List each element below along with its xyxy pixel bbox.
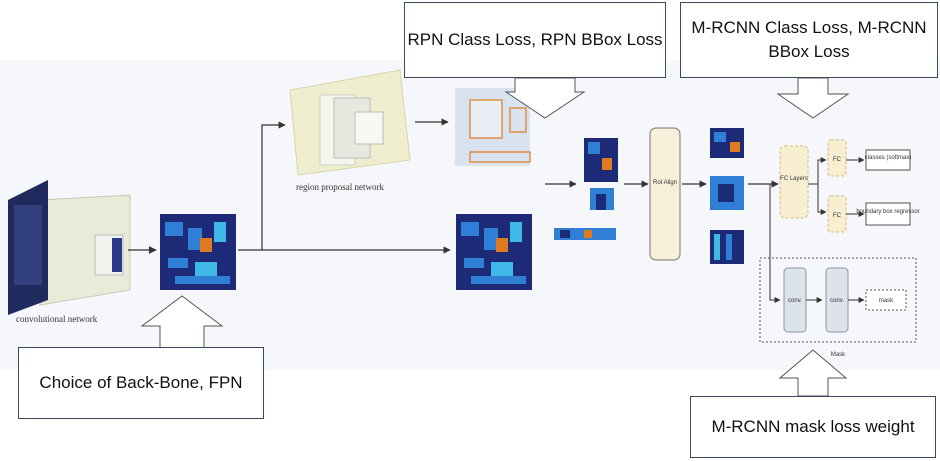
mask-group: Mask <box>759 257 917 358</box>
roi-crops <box>554 138 618 240</box>
roi-align-label: RoI Align <box>653 180 677 186</box>
region-proposal-network: region proposal network <box>289 69 411 192</box>
rpn-output <box>455 88 531 166</box>
fc-layers-label: FC Layers <box>780 176 808 182</box>
fc-top-label: FC <box>833 157 842 163</box>
roi-align-block: RoI Align <box>649 127 681 261</box>
aligned-features <box>710 128 744 264</box>
convolutional-network-label: convolutional network <box>16 314 98 324</box>
mask-group-label: Mask <box>831 352 846 358</box>
bbox-regressor-output: boundary box regressor <box>856 202 920 226</box>
mask-loss-callout: M-RCNN mask loss weight <box>690 396 936 458</box>
classes-label: classes (softmax) <box>865 155 912 161</box>
backbone-arrow <box>140 295 224 349</box>
conv2-label: conv. <box>830 298 844 304</box>
convolutional-network: convolutional network <box>8 180 131 324</box>
conv1-block: conv. <box>783 267 807 333</box>
fc-layers-block: FC Layers <box>779 145 809 219</box>
mask-loss-arrow <box>778 349 848 397</box>
mask-output-label: mask <box>879 298 894 304</box>
region-proposal-network-label: region proposal network <box>296 182 384 192</box>
mask-output: mask <box>865 289 907 311</box>
feature-map-shared <box>456 214 532 290</box>
backbone-callout: Choice of Back-Bone, FPN <box>18 347 264 419</box>
conv1-label: conv. <box>788 298 802 304</box>
fc-top-block: FC <box>827 139 847 177</box>
rpn-loss-callout: RPN Class Loss, RPN BBox Loss <box>404 2 666 78</box>
conv2-block: conv. <box>825 267 849 333</box>
fc-bottom-label: FC <box>833 213 842 219</box>
mrcnn-loss-arrow <box>776 77 850 119</box>
feature-map-backbone <box>160 214 236 290</box>
classes-output: classes (softmax) <box>865 149 912 171</box>
mrcnn-loss-callout: M-RCNN Class Loss, M-RCNN BBox Loss <box>680 2 938 78</box>
bbox-regressor-label: boundary box regressor <box>856 209 919 215</box>
fc-bottom-block: FC <box>827 195 847 233</box>
rpn-loss-arrow <box>504 77 586 119</box>
